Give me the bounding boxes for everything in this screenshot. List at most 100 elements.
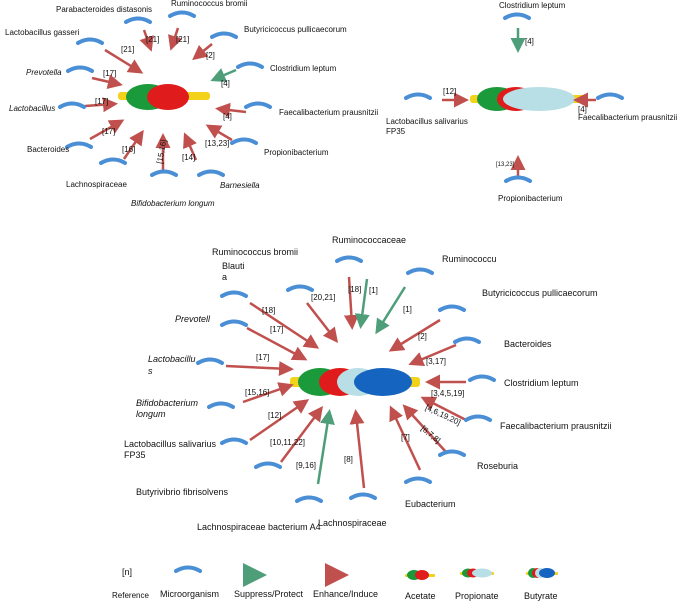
arrow-enhance [104, 48, 144, 74]
arrow-enhance [225, 361, 294, 377]
microbe-label: Butyrivibrio fibrisolvens [136, 487, 229, 497]
legend-ref-label: Reference [112, 591, 149, 600]
butyrate-molecule [290, 368, 420, 396]
arrow-enhance [402, 404, 447, 453]
arrow-suppress [210, 68, 237, 82]
microbe-icon [504, 175, 532, 183]
arrow-enhance [249, 301, 320, 349]
microbe-icon [220, 437, 248, 445]
microbe-icon [230, 137, 258, 145]
microbe-label: Ruminococcu [442, 254, 497, 264]
arrow-enhance [84, 97, 118, 113]
microbe-label-line2: FP35 [124, 450, 146, 460]
reference-label: [2] [206, 51, 215, 60]
microbe-label: Ruminococcus bromii [171, 0, 248, 8]
reference-label: [17] [270, 325, 283, 334]
microbe-label: Lactobacillus gasseri [5, 28, 79, 37]
arrow-suppress [375, 286, 407, 335]
legend-acetate-label: Acetate [405, 591, 436, 601]
microbe-icon [220, 319, 248, 327]
microbe-label: Barnesiella [220, 181, 260, 190]
microbe-label: Bifidobacterium longum [131, 199, 215, 208]
arrow-enhance [168, 27, 183, 51]
reference-label: [4] [223, 112, 232, 121]
microbe-icon [254, 461, 282, 469]
microbe-label: Faecalibacterium prausnitzii [500, 421, 612, 431]
reference-label: [1] [369, 286, 378, 295]
microbe-icon [464, 414, 492, 422]
microbe-icon [406, 267, 434, 275]
reference-label: [21] [121, 45, 134, 54]
arrow-enhance [122, 129, 144, 160]
reference-label: [1] [403, 305, 412, 314]
microbe-label: Lachnospiraceae [318, 518, 387, 528]
microbe-label: Bifidobacterium longum [136, 398, 201, 419]
microbe-icon [124, 16, 152, 24]
microbe-label: Lachnospiraceae bacterium A4 [197, 522, 321, 532]
arrow-enhance [192, 43, 213, 61]
propionate-panel: Clostridium leptum Lactobacillus salivar… [386, 1, 677, 203]
legend-propionate-label: Propionate [455, 591, 499, 601]
microbe-icon [404, 92, 432, 100]
butyrate-icon [526, 568, 558, 578]
microbe-icon [197, 169, 225, 177]
reference-label: [9,16] [296, 461, 316, 470]
microbe-icon [76, 37, 104, 45]
arrow-enhance [89, 119, 125, 141]
arrow-enhance [249, 399, 310, 442]
microbe-icon [66, 65, 94, 73]
microbe-label: Clostridium leptum [270, 64, 337, 73]
reference-label: [17] [102, 127, 115, 136]
reference-label: [4] [221, 79, 230, 88]
microbe-icon [468, 374, 496, 382]
microbe-label-line1: Lactobacillu [148, 354, 196, 364]
microbe-label: Propionibacterium [498, 194, 563, 203]
microbe-icon [99, 157, 127, 165]
reference-label: [8] [344, 455, 353, 464]
reference-label: [17] [103, 69, 116, 78]
reference-label: [18] [262, 306, 275, 315]
microbe-label-line1: Lactobacillus salivarius [124, 439, 217, 449]
microbe-label-line2: FP35 [386, 127, 406, 136]
propionate-molecule [470, 87, 586, 111]
reference-label: [12] [443, 87, 456, 96]
microbe-icon [168, 10, 196, 18]
arrow-enhance [183, 132, 198, 161]
reference-label: [6,7,8] [419, 424, 442, 445]
legend-ref-symbol: [n] [122, 567, 132, 577]
arrow-enhance [205, 124, 233, 142]
microbe-label: Prevotella [26, 68, 62, 77]
microbe-label: Lactobacillus salivarius FP35 [124, 439, 219, 460]
legend: [n] Reference Microorganism Suppress/Pro… [112, 563, 558, 601]
microbe-label-line2: s [148, 366, 153, 376]
arrow-enhance [389, 405, 422, 471]
microbe-label: Parabacteroides distasonis [56, 5, 152, 14]
reference-label: [13,23] [496, 162, 515, 168]
reference-label: [10,11,22] [270, 438, 305, 447]
microbe-label: Bacteroides [27, 145, 69, 154]
acetate-panel: Parabacteroides distasonis Ruminococcus … [5, 0, 378, 208]
microbe-icon [236, 61, 264, 69]
reference-label: [17] [95, 97, 108, 106]
reference-label: [4] [578, 105, 587, 114]
microbe-icon [438, 304, 466, 312]
reference-label: [13,23] [205, 139, 229, 148]
reference-label: [3,4,5,19] [431, 389, 464, 398]
microbe-icon [335, 255, 363, 263]
microbe-icon [244, 101, 272, 109]
microbe-icon [174, 565, 202, 573]
microbe-label: Butyricicoccus pullicaecorum [244, 25, 347, 34]
reference-label: [16] [122, 145, 135, 154]
propionate-icon [460, 568, 494, 578]
reference-label: [15,16] [155, 139, 168, 165]
microbe-label: Clostridium leptum [499, 1, 566, 10]
microbe-icon [453, 336, 481, 344]
arrow-suppress [354, 278, 370, 329]
reference-label: [7] [401, 433, 410, 442]
arrow-enhance [420, 396, 467, 422]
microbe-label: Lactobacillu s [148, 354, 198, 376]
microbe-label-line1: Bifidobacterium [136, 398, 199, 408]
microbe-label-line2: a [222, 272, 227, 282]
